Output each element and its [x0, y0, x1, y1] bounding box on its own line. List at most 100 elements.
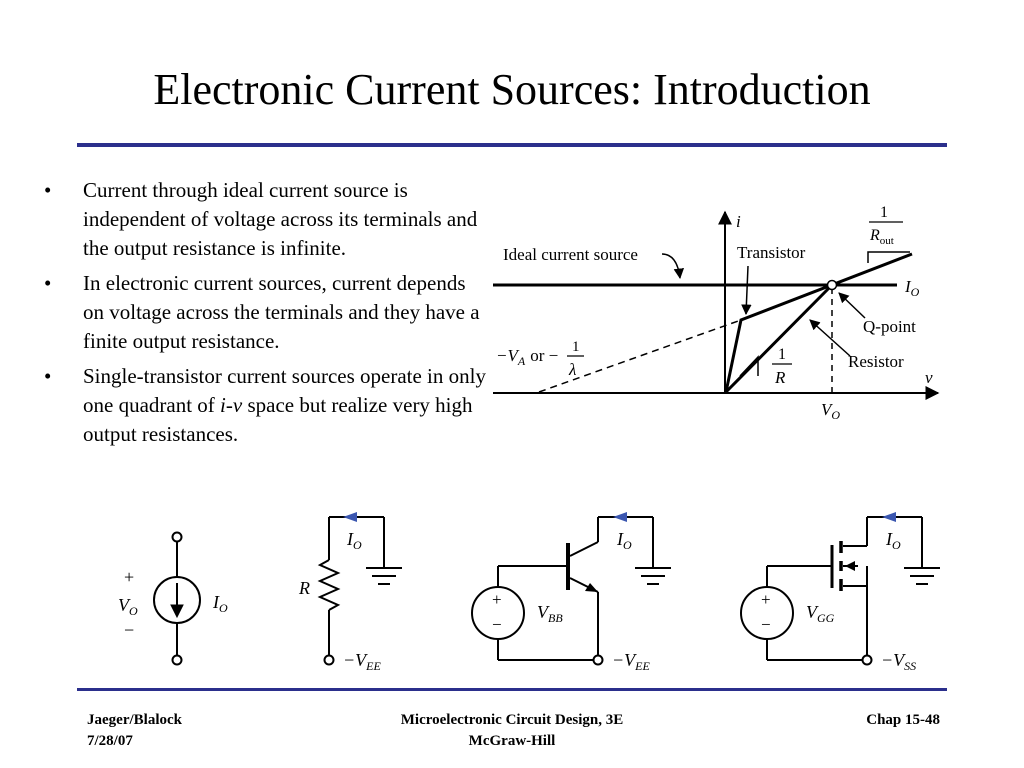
resistor-line [724, 283, 834, 394]
emitter-arrow [585, 583, 598, 592]
bullet-text: In electronic current sources, current d… [83, 271, 480, 353]
c1-io-sub: O [219, 601, 228, 615]
bullet-item: • Current through ideal current source is… [40, 176, 490, 263]
c3-vbb: VBB [537, 602, 563, 625]
c3-io-main: I [616, 529, 624, 549]
c3-vbb-main: V [537, 602, 550, 622]
c4-vgg-sub: GG [817, 611, 835, 625]
bullet-italic: i-v [220, 393, 243, 417]
slide-title: Electronic Current Sources: Introduction [153, 65, 871, 114]
footer-book-title: Microelectronic Circuit Design, 3E [400, 712, 624, 728]
rout-den-main: R [869, 227, 880, 244]
q-point-marker [826, 279, 838, 291]
footer-divider [77, 688, 947, 691]
footer-author: Jaeger/Blalock [87, 712, 182, 728]
c2-io-sub: O [353, 538, 362, 552]
i-axis-label: i [736, 212, 741, 231]
c1-plus: + [124, 567, 134, 587]
lambda-numerator: 1 [572, 339, 580, 355]
circuit-resistor [317, 516, 402, 666]
vo-sub: O [831, 408, 840, 422]
resistor-symbol [317, 559, 341, 611]
c4-vss-main: −V [881, 650, 906, 670]
c4-plus: + [761, 590, 771, 609]
c4-io-main: I [885, 529, 893, 549]
c1-vo-main: V [118, 595, 131, 615]
terminal [861, 654, 873, 666]
terminal-bottom [171, 654, 183, 666]
c4-minus: − [761, 615, 771, 634]
transistor-label: Transistor [737, 243, 806, 262]
va-main: −V [496, 346, 520, 365]
r-slope-triangle [739, 355, 759, 377]
c3-io-sub: O [623, 538, 632, 552]
q-point-pointer [838, 292, 866, 319]
current-arrow [613, 512, 627, 522]
footer-book: Microelectronic Circuit Design, 3E McGra… [262, 710, 762, 752]
c4-vss: −VSS [881, 650, 916, 673]
body-arrow [845, 561, 855, 571]
c2-vee-main: −V [343, 650, 368, 670]
c4-vgg-main: V [806, 602, 819, 622]
iv-graph: i v Ideal current source Transistor 1 Ro… [493, 204, 940, 422]
bullet-list: • Current through ideal current source is… [40, 176, 490, 455]
va-sub: A [517, 354, 526, 368]
rout-slope-triangle [867, 251, 910, 263]
circuit-ideal-source [153, 531, 201, 666]
rout-denominator: Rout [869, 227, 894, 247]
bullet-dot: • [44, 271, 52, 295]
bullet-dot: • [44, 178, 52, 202]
title-divider [77, 143, 947, 147]
c4-vss-sub: SS [904, 659, 916, 673]
c3-vee-sub: EE [634, 659, 650, 673]
circuit-mosfet [740, 516, 940, 666]
lambda-denominator: λ [568, 360, 576, 379]
q-point-label: Q-point [863, 317, 916, 336]
vo-graph-label: VO [821, 400, 840, 422]
c3-minus: − [492, 615, 502, 634]
bullet-text: space but realize very high output resis… [83, 393, 473, 446]
c2-vee: −VEE [343, 650, 381, 673]
terminal [323, 654, 335, 666]
footer-chapter: Chap 15-48 [866, 712, 940, 728]
source-arrow-head [170, 604, 184, 619]
bullet-dot: • [44, 364, 52, 388]
va-or: or − [530, 346, 558, 365]
footer-date: 7/28/07 [87, 733, 133, 749]
collector-lead [569, 541, 599, 557]
c2-io-main: I [346, 529, 354, 549]
c2-r: R [298, 578, 310, 598]
bullet-text: Current through ideal current source is … [83, 178, 478, 260]
c4-vgg: VGG [806, 602, 835, 625]
c2-io: IO [346, 529, 362, 552]
c4-io: IO [885, 529, 901, 552]
rout-den-sub: out [880, 235, 894, 247]
io-main: I [904, 277, 912, 296]
resistor-label: Resistor [848, 352, 904, 371]
c1-vo-sub: O [129, 604, 138, 618]
c3-vee: −VEE [612, 650, 650, 673]
v-axis-label: v [925, 368, 933, 387]
c3-vee-main: −V [612, 650, 637, 670]
io-graph-label: IO [904, 277, 920, 299]
current-arrow [882, 512, 896, 522]
io-sub: O [911, 285, 920, 299]
current-arrow [343, 512, 357, 522]
c3-io: IO [616, 529, 632, 552]
r-denominator: R [774, 368, 786, 387]
transistor-pointer [741, 265, 752, 316]
terminal-top [171, 531, 183, 543]
bullet-text: Single-transistor current sources operat… [83, 364, 486, 417]
bullet-item: • In electronic current sources, current … [40, 269, 490, 356]
c3-vbb-sub: BB [548, 611, 563, 625]
ideal-source-pointer [661, 253, 685, 280]
c2-vee-sub: EE [365, 659, 381, 673]
c1-io-main: I [212, 592, 220, 612]
c4-io-sub: O [892, 538, 901, 552]
vo-main: V [821, 400, 834, 419]
terminal [592, 654, 604, 666]
r-numerator: 1 [778, 346, 786, 363]
circuit-bjt [471, 516, 671, 666]
